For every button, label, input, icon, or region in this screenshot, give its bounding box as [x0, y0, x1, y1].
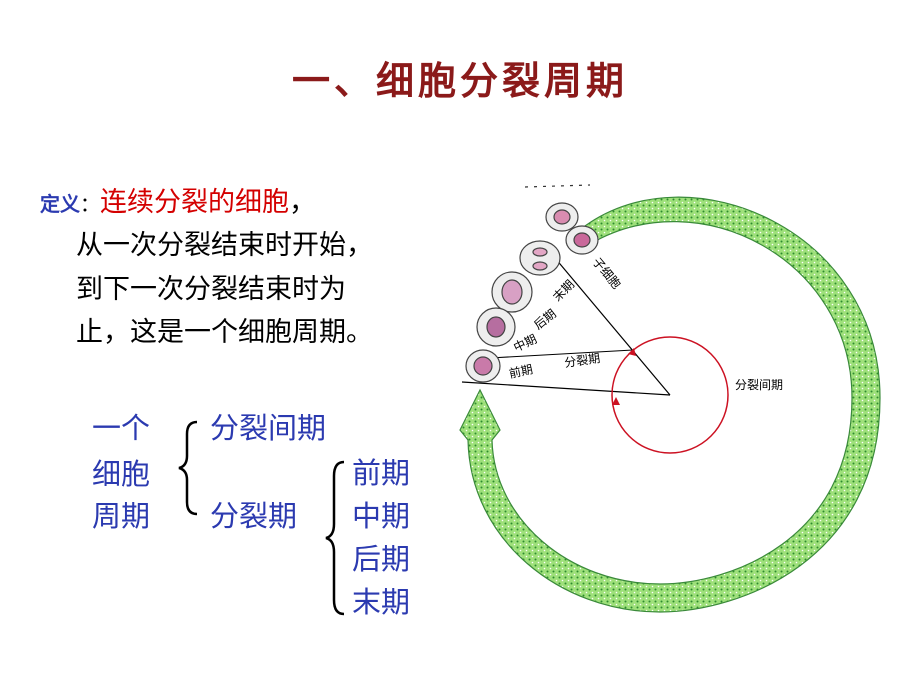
- label-interphase: 分裂间期: [735, 378, 783, 392]
- definition-line-1: 从一次分裂结束时开始，: [76, 230, 373, 261]
- cycle-arrow: [459, 196, 881, 613]
- mitosis-pointer: [489, 349, 634, 359]
- definition-highlight: 连续分裂的细胞: [100, 187, 289, 218]
- cycle-root-1: 一个: [92, 411, 151, 445]
- label-daughter-cells: 子细胞: [590, 255, 624, 292]
- definition-colon: ：: [80, 192, 100, 216]
- cell-images: [465, 202, 599, 383]
- phase-prophase: 前期: [352, 456, 411, 490]
- label-anaphase: 后期: [531, 307, 559, 333]
- phase-metaphase: 中期: [352, 499, 411, 533]
- definition-line-3: 止，这是一个细胞周期。: [76, 317, 373, 348]
- label-metaphase: 中期: [511, 331, 539, 355]
- interphase-label: 分裂间期: [210, 411, 327, 445]
- definition-line-2: 到下一次分裂结束时为: [76, 274, 346, 305]
- definition-first-line: 定义：连续分裂的细胞，: [40, 180, 316, 219]
- label-prophase: 前期: [508, 361, 535, 381]
- label-mitosis: 分裂期: [563, 351, 601, 370]
- cycle-root-3: 周期: [92, 499, 151, 533]
- phase-telophase: 末期: [352, 585, 411, 619]
- radius-line-top: [554, 257, 671, 396]
- cycle-root-2: 细胞: [92, 457, 151, 491]
- brace-main: [178, 420, 198, 516]
- cell-cycle-diagram: 分裂间期 分裂期 前期 中期 后期 末期 子细胞: [459, 184, 881, 613]
- label-telophase: 末期: [550, 277, 577, 304]
- red-arrowhead-top: [628, 348, 636, 356]
- brace-phases: [325, 460, 345, 616]
- phase-anaphase: 后期: [352, 542, 411, 576]
- definition-label: 定义: [40, 192, 80, 216]
- mitosis-label: 分裂期: [210, 499, 298, 533]
- interphase-circle: [611, 336, 729, 454]
- radius-line-bottom: [461, 381, 671, 396]
- page-title: 一、细胞分裂周期: [291, 59, 628, 103]
- definition-comma: ，: [289, 187, 316, 218]
- red-arrowhead-bottom: [612, 397, 620, 405]
